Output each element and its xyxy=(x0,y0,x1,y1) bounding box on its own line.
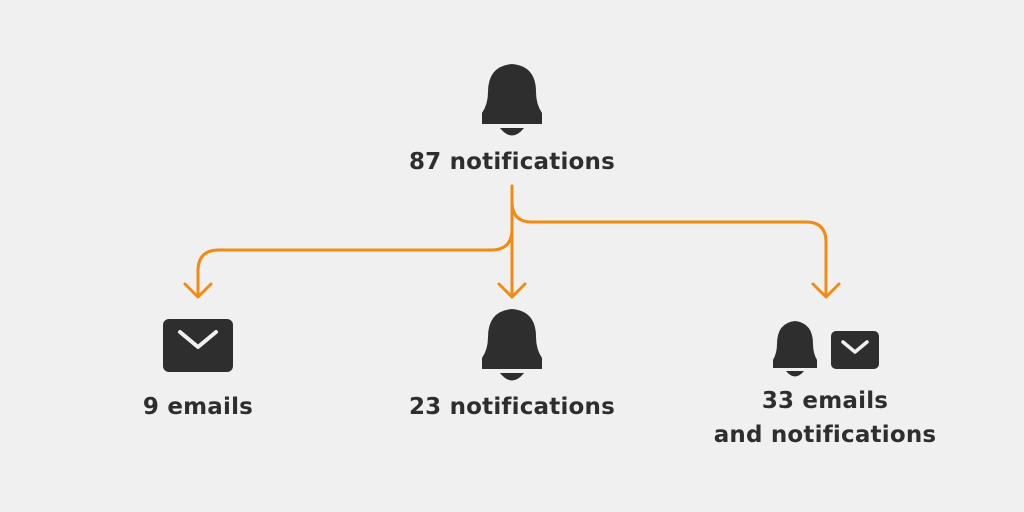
envelope-icon xyxy=(163,319,233,372)
combined-label-line1: 33 emails xyxy=(761,388,889,414)
arrow-head-emails xyxy=(183,282,213,299)
arrow-head-notifications xyxy=(497,282,527,299)
connector-arrows xyxy=(183,184,841,299)
notifications-label: 23 notifications xyxy=(408,394,616,420)
emails-label: 9 emails xyxy=(142,394,254,420)
arrow-to-combined xyxy=(510,184,828,298)
root-bell-icon xyxy=(482,64,542,136)
arrow-head-combined xyxy=(811,282,841,299)
small-envelope-icon xyxy=(831,331,879,369)
arrow-to-emails xyxy=(196,184,514,298)
root-label: 87 notifications xyxy=(408,149,616,175)
small-bell-icon xyxy=(773,321,817,377)
bell-icon xyxy=(482,309,542,381)
combined-label-line2: and notifications xyxy=(713,422,937,448)
combined-label: 33 emails and notifications xyxy=(675,384,975,452)
